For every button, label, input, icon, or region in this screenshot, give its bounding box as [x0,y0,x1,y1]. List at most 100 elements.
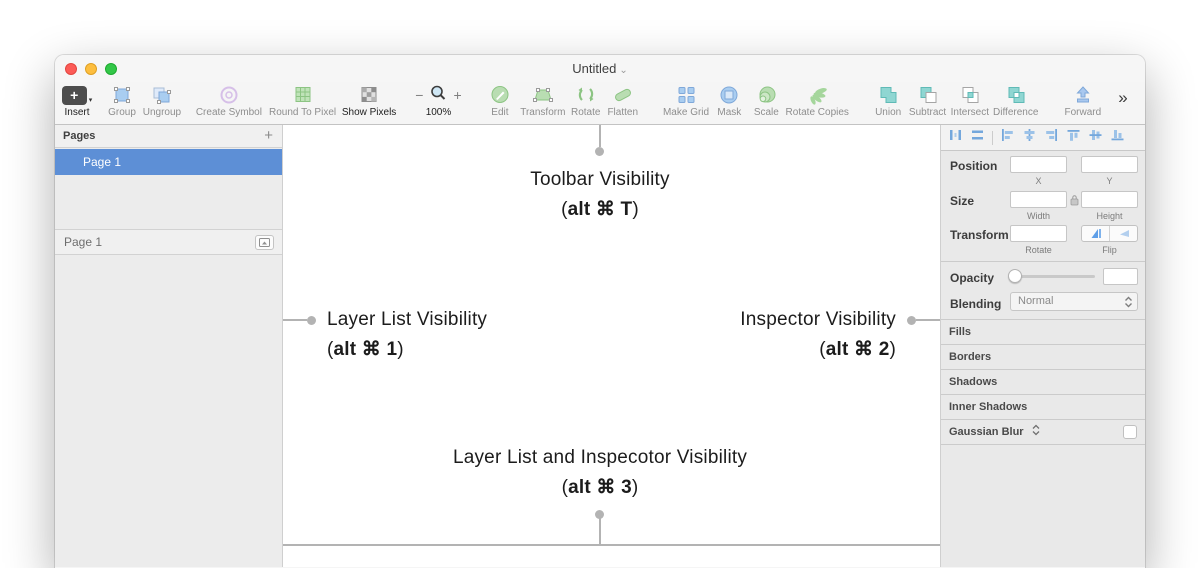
rotate-copies-label: Rotate Copies [785,107,849,118]
height-label: Height [1096,211,1123,221]
align-left-icon[interactable] [1000,128,1015,147]
align-right-icon[interactable] [1044,128,1059,147]
inspector-visibility-annotation: Inspector Visibility (alt ⌘ 2) [740,305,896,365]
rotate-copies-button[interactable]: Rotate Copies [786,84,849,118]
transform-label: Transform [520,107,566,118]
subtract-button[interactable]: Subtract [909,84,946,118]
magnifier-icon[interactable] [429,84,447,107]
zoom-out-button[interactable]: − [415,87,424,103]
zoom-in-button[interactable]: + [453,87,462,103]
ungroup-label: Ungroup [142,107,182,118]
section-fills[interactable]: Fills [941,320,1145,345]
main-area: Pages + Page 1 Page 1 Toolbar Visibility… [55,125,1145,567]
show-pixels-label: Show Pixels [341,107,397,118]
position-label: Position [950,159,998,173]
insert-button[interactable]: + ▾ Insert [61,84,92,118]
align-bottom-icon[interactable] [1110,128,1125,147]
flip-vertical-button[interactable] [1110,226,1137,241]
toolbar-overflow-button[interactable]: » [1114,84,1130,108]
section-borders-label: Borders [949,351,992,363]
align-top-icon[interactable] [1066,128,1081,147]
both-annotation-vline [599,517,601,545]
minimize-button[interactable] [85,63,97,75]
add-page-button[interactable]: + [264,127,273,144]
both-visibility-annotation: Layer List and Inspecotor Visibility (al… [380,443,820,503]
make-grid-icon [675,84,697,106]
close-button[interactable] [65,63,77,75]
blur-type-stepper-icon[interactable] [1032,421,1040,446]
transform-icon [530,84,556,106]
show-pixels-button[interactable]: Show Pixels [341,84,397,118]
zoom-level[interactable]: 100% [425,107,452,118]
transform-label: Transform [950,228,1009,242]
ungroup-button[interactable]: Ungroup [142,84,182,118]
flip-horizontal-button[interactable] [1082,226,1109,241]
transform-button[interactable]: Transform [520,84,566,118]
annotation-shortcut: (alt ⌘ T) [561,199,639,220]
blending-value: Normal [1018,295,1054,307]
both-annotation-dot [595,510,604,519]
toolbar-annotation-dot [595,147,604,156]
distribute-vertically-icon[interactable] [970,128,985,147]
blending-dropdown[interactable]: Normal [1010,292,1138,311]
size-width-field[interactable] [1010,191,1067,208]
collapse-artboards-button[interactable] [255,235,274,250]
insert-label: Insert [64,107,90,118]
layer-list-annotation-line [283,319,307,321]
round-to-pixel-button[interactable]: Round To Pixel [269,84,336,118]
layer-list-annotation-dot [307,316,316,325]
ungroup-icon [149,84,175,106]
mask-label: Mask [717,107,742,118]
position-y-field[interactable] [1081,156,1138,173]
intersect-icon [958,84,982,106]
create-symbol-button[interactable]: Create Symbol [196,84,262,118]
insert-icon: + ▾ [61,84,92,106]
union-button[interactable]: Union [874,84,902,118]
mask-button[interactable]: Mask [715,84,743,118]
annotation-title: Toolbar Visibility [530,169,670,190]
annotation-title: Inspector Visibility [740,309,896,330]
rotate-field[interactable] [1010,225,1067,242]
size-label: Size [950,194,975,208]
alignment-separator [992,130,993,145]
section-inner-shadows[interactable]: Inner Shadows [941,395,1145,420]
canvas[interactable]: Toolbar Visibility (alt ⌘ T) Layer List … [283,125,940,567]
intersect-label: Intersect [950,107,990,118]
zoom-controls: − + 100% [415,84,462,118]
zoom-window-button[interactable] [105,63,117,75]
lock-ratio-icon[interactable] [1070,193,1079,211]
section-gaussian-blur[interactable]: Gaussian Blur [941,420,1145,445]
overflow-chevrons-icon: » [1118,88,1128,107]
flip-sublabel: Flip [1102,245,1117,255]
difference-button[interactable]: Difference [993,84,1038,118]
rotate-button[interactable]: Rotate [571,84,600,118]
section-borders[interactable]: Borders [941,345,1145,370]
edit-button[interactable]: Edit [486,84,514,118]
forward-label: Forward [1064,107,1102,118]
flatten-icon [611,84,635,106]
flip-divider [1109,226,1110,241]
scale-button[interactable]: Scale [752,84,780,118]
layer-list-visibility-annotation: Layer List Visibility (alt ⌘ 1) [327,305,487,365]
size-height-field[interactable] [1081,191,1138,208]
position-x-field[interactable] [1010,156,1067,173]
title-chevron-icon[interactable]: ⌄ [619,65,628,76]
annotation-shortcut: (alt ⌘ 3) [561,477,639,498]
forward-button[interactable]: Forward [1064,84,1102,118]
distribute-horizontally-icon[interactable] [948,128,963,147]
make-grid-button[interactable]: Make Grid [663,84,709,118]
gaussian-blur-checkbox[interactable] [1123,425,1137,439]
flatten-button[interactable]: Flatten [607,84,638,118]
create-symbol-label: Create Symbol [195,107,262,118]
artboard-row[interactable]: Page 1 [55,229,282,255]
intersect-button[interactable]: Intersect [950,84,990,118]
opacity-field[interactable] [1103,268,1138,285]
group-button[interactable]: Group [108,84,136,118]
page-row-selected[interactable]: Page 1 [55,149,282,175]
align-middle-vertically-icon[interactable] [1088,128,1103,147]
opacity-slider-knob[interactable] [1008,269,1022,283]
subtract-icon [916,84,940,106]
align-center-horizontally-icon[interactable] [1022,128,1037,147]
section-shadows[interactable]: Shadows [941,370,1145,395]
opacity-slider[interactable] [1008,269,1095,283]
